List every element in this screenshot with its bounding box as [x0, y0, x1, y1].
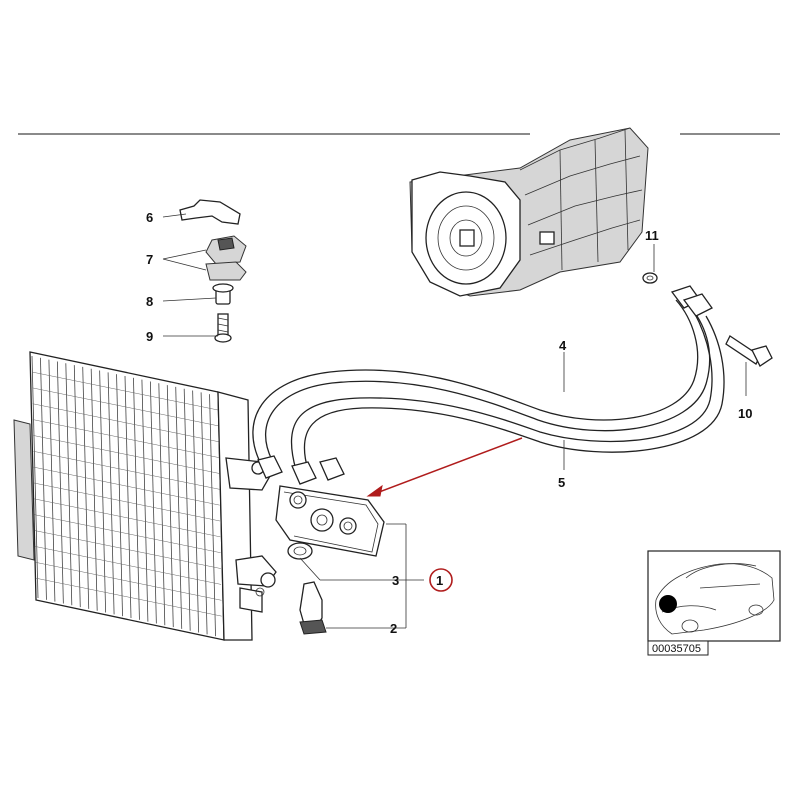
reference-number: 00035705: [652, 643, 701, 655]
callout-3: 3: [392, 573, 399, 588]
radiator-fin: [48, 359, 56, 602]
callout-4: 4: [559, 338, 567, 353]
callout-7: 7: [146, 252, 153, 267]
small-parts: [179, 199, 247, 343]
radiator-fin: [116, 374, 123, 617]
highlight-arrow: [366, 437, 523, 497]
radiator-fin: [192, 390, 200, 633]
radiator-tube: [33, 435, 220, 474]
callout-10: 10: [738, 406, 752, 421]
radiator-tube: [32, 403, 219, 442]
radiator: [13, 351, 277, 641]
radiator-fin: [124, 375, 132, 619]
radiator-fin: [65, 363, 73, 606]
radiator-tube: [35, 546, 222, 585]
bracket: [299, 581, 327, 635]
radiator-fin: [133, 377, 140, 620]
callout-5: 5: [558, 475, 565, 490]
radiator-fin: [183, 388, 191, 631]
radiator-fin: [56, 361, 64, 604]
radiator-fin: [82, 366, 90, 609]
transmission: [409, 127, 649, 297]
radiator-fin: [73, 365, 81, 608]
radiator-fin: [166, 385, 174, 628]
radiator-fin: [209, 394, 216, 637]
radiator-fin: [200, 392, 208, 635]
radiator-tube: [33, 451, 220, 490]
callout-1: 1: [436, 573, 443, 588]
callout-11: 11: [645, 228, 659, 243]
callout-2: 2: [390, 621, 397, 636]
leader-lines: [162, 213, 747, 629]
radiator-fin: [149, 381, 157, 624]
oil-lines: [252, 285, 725, 485]
callout-8: 8: [146, 294, 153, 309]
radiator-fin: [158, 383, 166, 626]
radiator-tube: [34, 514, 221, 553]
locator-highlight-dot: [659, 595, 677, 613]
radiator-fin: [175, 386, 183, 629]
radiator-tube: [32, 419, 219, 458]
radiator-fin: [107, 372, 115, 615]
radiator-fin: [40, 357, 47, 600]
radiator-fin: [90, 368, 98, 611]
radiator-fin: [141, 379, 149, 622]
radiator-tube: [35, 562, 222, 601]
callout-9: 9: [146, 329, 153, 344]
radiator-tube: [35, 577, 222, 617]
callout-6: 6: [146, 210, 153, 225]
callout-1-highlight-ring: [429, 568, 453, 592]
radiator-tube: [32, 387, 219, 427]
radiator-tube: [33, 466, 220, 506]
radiator-tube: [34, 498, 221, 538]
bolt-and-seal: [642, 272, 773, 367]
radiator-fin: [99, 370, 107, 613]
radiator-tube: [34, 530, 221, 569]
radiator-fin: [31, 355, 39, 599]
radiator-tube: [33, 482, 221, 522]
locator-inset: 00035705: [647, 550, 781, 656]
oil-cooler: [275, 457, 385, 560]
radiator-tube: [31, 371, 219, 411]
